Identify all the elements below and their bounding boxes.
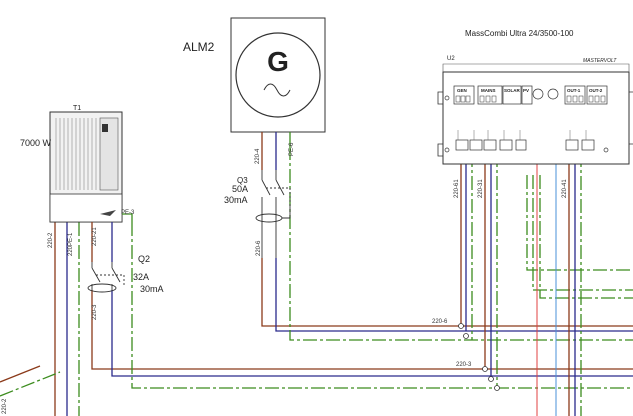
wire-edge-earth: [0, 371, 61, 397]
terminal-block-pv: PV: [521, 85, 533, 105]
breaker-q2-rating: 32A: [133, 272, 149, 282]
wire-edge-phase: [0, 365, 41, 383]
dc-terminal-icon: [532, 88, 544, 100]
wire-label-220-61: 220-61: [454, 179, 460, 198]
wire-label-pe-3: PE-3: [121, 210, 135, 216]
breaker-q3-link: [266, 187, 291, 206]
wire-label-220-3-v: 220-3: [92, 304, 98, 320]
transformer-ref: T1: [73, 105, 81, 112]
t1-wires: [91, 213, 133, 262]
wire-220-6-neutral: [275, 258, 633, 332]
wire-labels: 220-4 PE-6 220-6 220-6 220-61 220-31 220…: [2, 142, 568, 414]
breaker-q2-rcd: [87, 283, 117, 293]
breaker-q3-rcd: [255, 213, 283, 223]
inverter-side-notches: [437, 91, 633, 157]
wire-label-220-41: 220-41: [562, 179, 568, 198]
wire-out-earth-3: [539, 175, 633, 299]
breaker-q3-switch: [275, 170, 285, 258]
junction-dot: [488, 376, 494, 382]
wire-out-earth-1: [526, 175, 633, 271]
transformer-foot: [49, 193, 123, 223]
transformer-power: 7000 W: [20, 138, 52, 148]
wire-label-220-6-v: 220-6: [256, 240, 262, 256]
wire-label-pe-6: PE-6: [289, 142, 295, 156]
wire-label-220-6-h: 220-6: [432, 319, 448, 325]
wire-220-3-neutral: [111, 290, 633, 377]
mounting-hole-icon: [444, 95, 450, 101]
terminal-label: OUT-2: [589, 88, 603, 93]
wire-label-220-21: 220-21: [92, 227, 98, 246]
inverter-ref: U2: [447, 56, 455, 62]
breaker-q2-trip: 30mA: [140, 284, 164, 294]
breaker-q2-switch: [91, 262, 101, 290]
wire-label-220-2: 220-2: [48, 232, 54, 248]
wire-pe3-earth: [122, 213, 133, 222]
inverter: MassCombi Ultra 24/3500-100 U2 MASTERVOL…: [437, 29, 633, 165]
mounting-hole-icon: [444, 147, 450, 153]
terminal-label: PV: [523, 88, 529, 93]
cable-glands: [455, 139, 595, 151]
terminal-block-solar: SOLAR: [502, 85, 522, 105]
breaker-q3-switch: [261, 170, 271, 258]
wire-out-earth-2: [532, 175, 633, 291]
cable-gland-ticks: [457, 130, 587, 140]
junction-dot: [482, 366, 488, 372]
mounting-hole-icon: [603, 147, 609, 153]
breaker-q3: Q3 50A 30mA: [224, 170, 291, 258]
wire-label-220pe-1: 220PE-1: [68, 232, 74, 256]
generator-symbol: G: [267, 46, 289, 77]
transformer-fins: [55, 118, 97, 190]
terminal-screws: [455, 95, 606, 103]
inverter-brand: MASTERVOLT: [583, 58, 617, 64]
transformer-panel: [99, 117, 119, 191]
wire-220-3-phase: [91, 290, 633, 370]
terminal-label: MAINS: [481, 88, 496, 93]
wire-label-220-3-h: 220-3: [456, 362, 472, 368]
terminal-label: OUT-1: [567, 88, 581, 93]
breaker-q3-ref: Q3: [237, 176, 248, 185]
breaker-q3-rating: 50A: [232, 184, 248, 194]
junction-dot: [494, 385, 500, 391]
transformer-indicator: [102, 124, 108, 132]
generator-label: ALM2: [183, 40, 215, 54]
breaker-q3-rcd-link: [282, 206, 291, 219]
generator: G ALM2: [183, 17, 326, 133]
sine-icon: [263, 83, 291, 97]
wire-220-3-earth: [131, 222, 633, 389]
transformer: T1 7000 W: [20, 105, 123, 223]
wire-220-6-phase: [261, 258, 633, 327]
mastervolt-logo-icon: [100, 210, 116, 216]
dc-terminal-icon: [547, 88, 559, 100]
junction-dot: [458, 323, 464, 329]
breaker-q2: Q2 32A 30mA: [87, 254, 164, 294]
wire-label-220-2-edge: 220-2: [2, 398, 8, 414]
generator-circle: [235, 32, 321, 118]
inverter-top-strip: [442, 63, 630, 72]
junction-dot: [463, 333, 469, 339]
breaker-q3-trip: 30mA: [224, 195, 248, 205]
wire-label-220-31: 220-31: [478, 179, 484, 198]
wire-label-220-4: 220-4: [255, 148, 261, 164]
breaker-q2-link: [96, 274, 125, 286]
inverter-title: MassCombi Ultra 24/3500-100: [465, 29, 574, 38]
breaker-q2-ref: Q2: [138, 254, 150, 264]
terminal-label: GEN: [457, 88, 467, 93]
terminal-label: SOLAR: [504, 88, 521, 93]
junctions: [458, 323, 500, 391]
gen-wires: [261, 132, 291, 170]
